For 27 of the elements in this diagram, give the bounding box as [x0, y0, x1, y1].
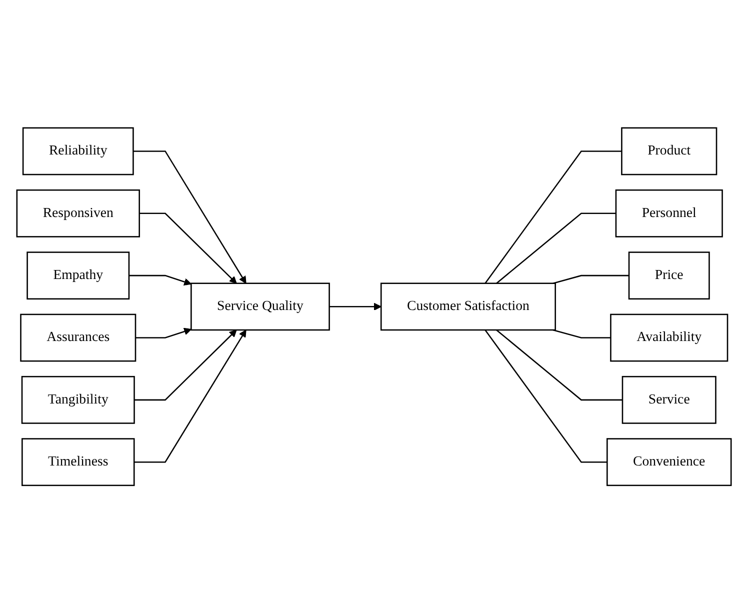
connector [552, 275, 630, 284]
connector [552, 330, 611, 339]
node-box: Customer Satisfaction [380, 283, 556, 331]
node-box: Timeliness [22, 438, 135, 486]
node-box: Service Quality [190, 283, 330, 331]
node-box: Personnel [615, 190, 723, 238]
connector [484, 330, 608, 464]
node-box: Tangibility [21, 376, 135, 424]
arrow [134, 330, 237, 401]
connector [484, 150, 622, 284]
node-box: Empathy [26, 252, 130, 300]
arrow [128, 275, 192, 286]
arrow [329, 303, 382, 311]
node-box: Service [622, 376, 716, 424]
connector [496, 330, 622, 401]
node-box: Convenience [606, 438, 732, 486]
arrow [134, 330, 246, 464]
connector [496, 213, 616, 284]
arrow [136, 328, 192, 339]
node-box: Product [621, 128, 718, 176]
arrow [133, 150, 246, 284]
arrow [139, 213, 237, 284]
node-box: Assurances [20, 314, 136, 362]
node-box: Responsiven [16, 190, 140, 238]
node-box: Price [628, 252, 710, 300]
node-box: Reliability [22, 128, 134, 176]
node-box: Availability [610, 314, 728, 362]
